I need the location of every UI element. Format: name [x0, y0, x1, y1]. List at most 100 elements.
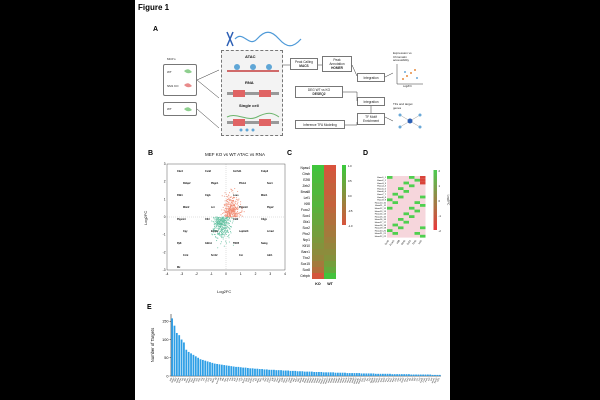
bar-category-label: Gli1: [409, 378, 412, 382]
bar: [398, 374, 401, 376]
heatmap-d-legend-tick: -1: [439, 214, 442, 218]
bar-category-label: Zic1: [416, 378, 419, 382]
scatter-point: [230, 210, 233, 212]
scatter-point: [236, 213, 238, 215]
scatter-point: [226, 211, 228, 213]
scatter-point: [211, 220, 213, 222]
scatter-point: [217, 247, 219, 249]
scatter-point: [215, 220, 217, 222]
bar: [436, 374, 439, 376]
scatter-gene-label: Leptmt3: [239, 230, 249, 233]
scatter-point: [225, 214, 227, 216]
bar: [412, 374, 415, 376]
scatter-point: [223, 209, 225, 211]
scatter-point: [217, 220, 220, 222]
heatmap-d-cell: [414, 209, 420, 213]
scatter-point: [225, 228, 227, 230]
bar-category-label: Hoxa6: [316, 378, 320, 384]
scatter-point: [241, 207, 243, 209]
bar-category-label: Hoxc6: [342, 378, 346, 384]
heatmap-d-cell: [398, 226, 404, 230]
scatter-point: [212, 231, 214, 233]
scatter-point: [216, 216, 218, 218]
scatter-point: [230, 196, 232, 198]
scatter-point: [214, 227, 216, 229]
scatter-point: [228, 227, 230, 229]
scatter-point: [216, 225, 218, 227]
scatter-point: [228, 195, 230, 197]
bar: [294, 370, 297, 376]
heatmap-c-cell-ko: [312, 231, 324, 237]
bar-category-label: Irx3: [427, 377, 431, 381]
scatter-point: [221, 220, 223, 222]
bar-category-label: Lef1: [238, 378, 241, 382]
heatmap-d-row-label: Hoxa7_7: [377, 194, 387, 196]
scatter-point: [222, 226, 224, 228]
bar: [363, 373, 365, 376]
bar-category-label: Nrp1: [292, 377, 296, 382]
scatter-point: [225, 215, 227, 217]
scatter-point: [227, 222, 229, 224]
bar: [275, 370, 278, 376]
scatter-point: [235, 213, 237, 215]
peak-calling-tool: MACS: [299, 64, 309, 68]
scatter-point: [224, 210, 226, 212]
bar: [220, 364, 223, 376]
scatter-point: [215, 230, 217, 232]
scatter-point: [231, 217, 233, 219]
scatter-point: [222, 220, 225, 222]
scatter-point: [223, 195, 225, 197]
scatter-point: [228, 218, 230, 220]
scatter-point: [231, 202, 233, 204]
heatmap-c-row-label: Barx1: [301, 250, 310, 254]
heatmap-d-legend-tick: 2: [439, 169, 441, 173]
bar-category-label: Sox8: [288, 378, 291, 383]
scatter-y-tick: 0: [164, 215, 166, 219]
bar: [303, 371, 306, 376]
bar: [299, 371, 301, 376]
scatter-point: [236, 211, 239, 213]
scatter-point: [231, 200, 233, 202]
scatter-point: [229, 226, 232, 228]
heatmap-c-row-label: Klf8: [304, 202, 310, 206]
scatter-point: [226, 226, 228, 228]
scatter-x-tick: 1: [240, 272, 242, 276]
heatmap-c-legend-swatch: [342, 198, 346, 201]
heatmap-d-legend-swatch: [433, 218, 437, 221]
heatmap-d-cell: [414, 178, 420, 182]
bar-category-label: Egr1: [223, 377, 227, 382]
bar-category-label: Shox2: [401, 378, 405, 384]
bar-category-label: Msx1: [390, 378, 393, 383]
bar: [322, 372, 325, 376]
heatmap-c-cell-wt: [324, 225, 336, 231]
heatmap-c-cell-ko: [312, 195, 324, 201]
assay-singlecell-label: Single cell: [239, 103, 259, 108]
scatter-point: [239, 203, 242, 205]
heatmap-d-row-label: Hoxa18_18: [375, 225, 387, 227]
scatter-point: [219, 220, 221, 222]
heatmap-d-legend-swatch: [433, 227, 437, 230]
scatter-point: [223, 222, 225, 224]
scatter-point: [217, 219, 220, 221]
bar-category-label: Hoxb8: [337, 378, 341, 384]
heatmap-d-legend-swatch: [433, 185, 437, 188]
scatter-point: [223, 223, 226, 225]
bar-category-label: Pitx1: [360, 377, 364, 382]
scatter-gene-label: Sox1: [267, 182, 273, 185]
bar-category-label: Prrx1: [384, 377, 388, 382]
bar: [310, 371, 313, 376]
scatter-point: [229, 216, 232, 218]
heatmap-c-legend-tick: 0.0: [348, 194, 352, 198]
scatter-point: [226, 231, 228, 233]
scatter-point: [226, 223, 228, 225]
scatter-point: [224, 192, 226, 194]
bar: [187, 351, 190, 376]
scatter-gene-label: Samg: [261, 242, 268, 245]
bar: [277, 370, 280, 376]
bar-category-label: Elf1: [255, 378, 258, 382]
bar: [180, 339, 183, 376]
scatter-point: [226, 229, 229, 231]
inference-box: Inference TFA Modeling: [295, 120, 345, 129]
bar: [386, 373, 389, 376]
heatmap-c-cell-ko: [312, 213, 324, 219]
